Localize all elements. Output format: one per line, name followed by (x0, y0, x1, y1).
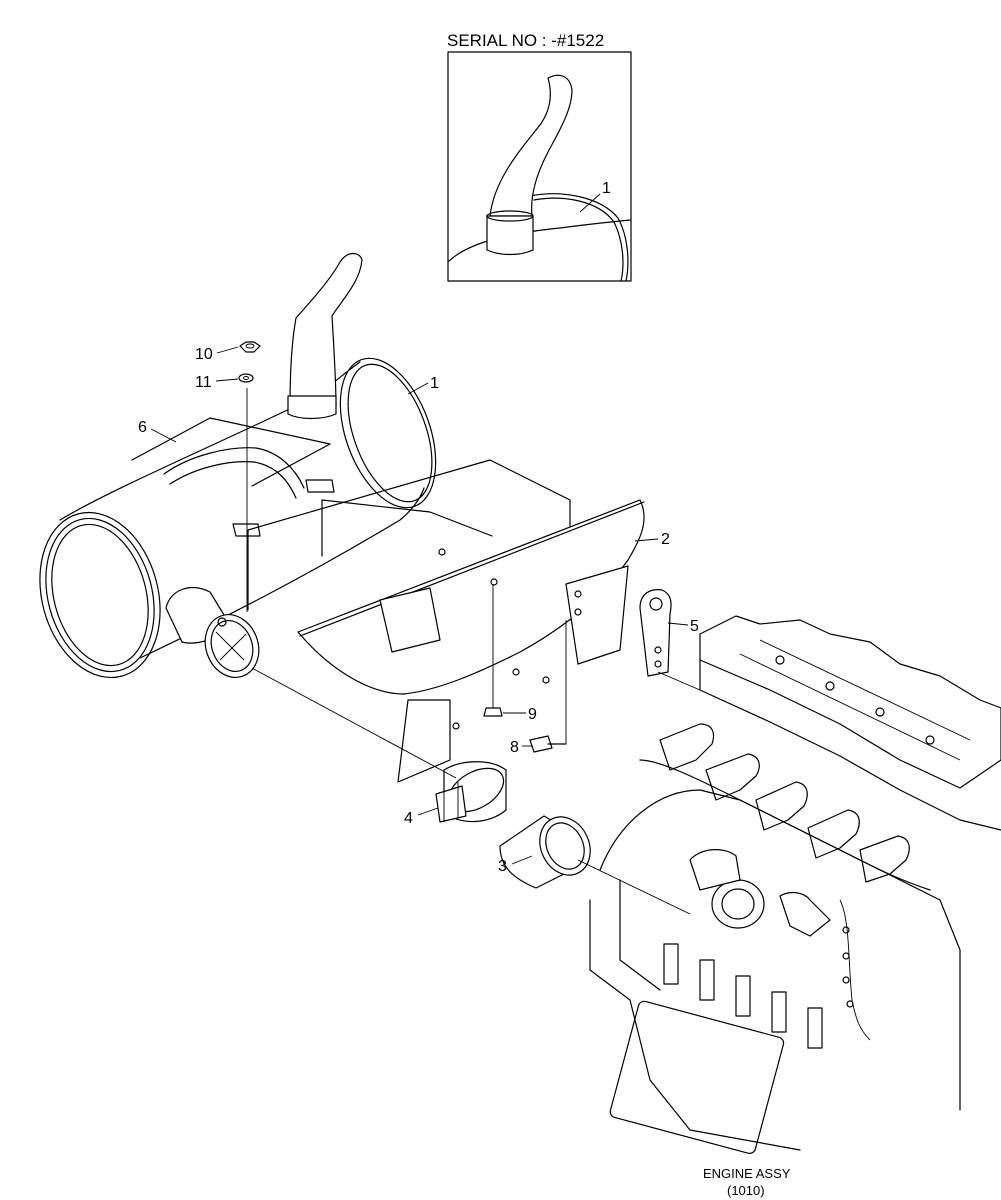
muffler (39, 252, 437, 679)
inset-detail: SERIAL NO : -#1522 1 (447, 31, 632, 282)
engine-assy-ref: (1010) (727, 1183, 765, 1198)
callout-2: 2 (661, 531, 670, 548)
engine-assy-label: ENGINE ASSY (703, 1166, 791, 1181)
callout-1: 1 (430, 375, 439, 392)
callout-9: 9 (528, 706, 537, 723)
callout-3: 3 (498, 858, 507, 875)
clamp-and-pipe (435, 761, 591, 889)
inset-frame (447, 51, 632, 282)
assembly-lines (251, 667, 701, 915)
callout-10: 10 (195, 346, 213, 363)
callout-8: 8 (510, 739, 519, 756)
hardware (238, 341, 567, 753)
engine-bracket (639, 589, 672, 677)
callouts: 10 11 1 6 2 5 9 8 4 3 (138, 346, 699, 875)
callout-5: 5 (690, 618, 699, 635)
engine-assembly: ENGINE ASSY (1010) (589, 615, 1001, 1198)
inset-callout: 1 (602, 180, 611, 197)
callout-11: 11 (195, 374, 212, 391)
callout-4: 4 (404, 810, 413, 827)
inset-serial-label: SERIAL NO : -#1522 (447, 31, 604, 50)
callout-6: 6 (138, 419, 147, 436)
heat-shield (247, 459, 645, 783)
